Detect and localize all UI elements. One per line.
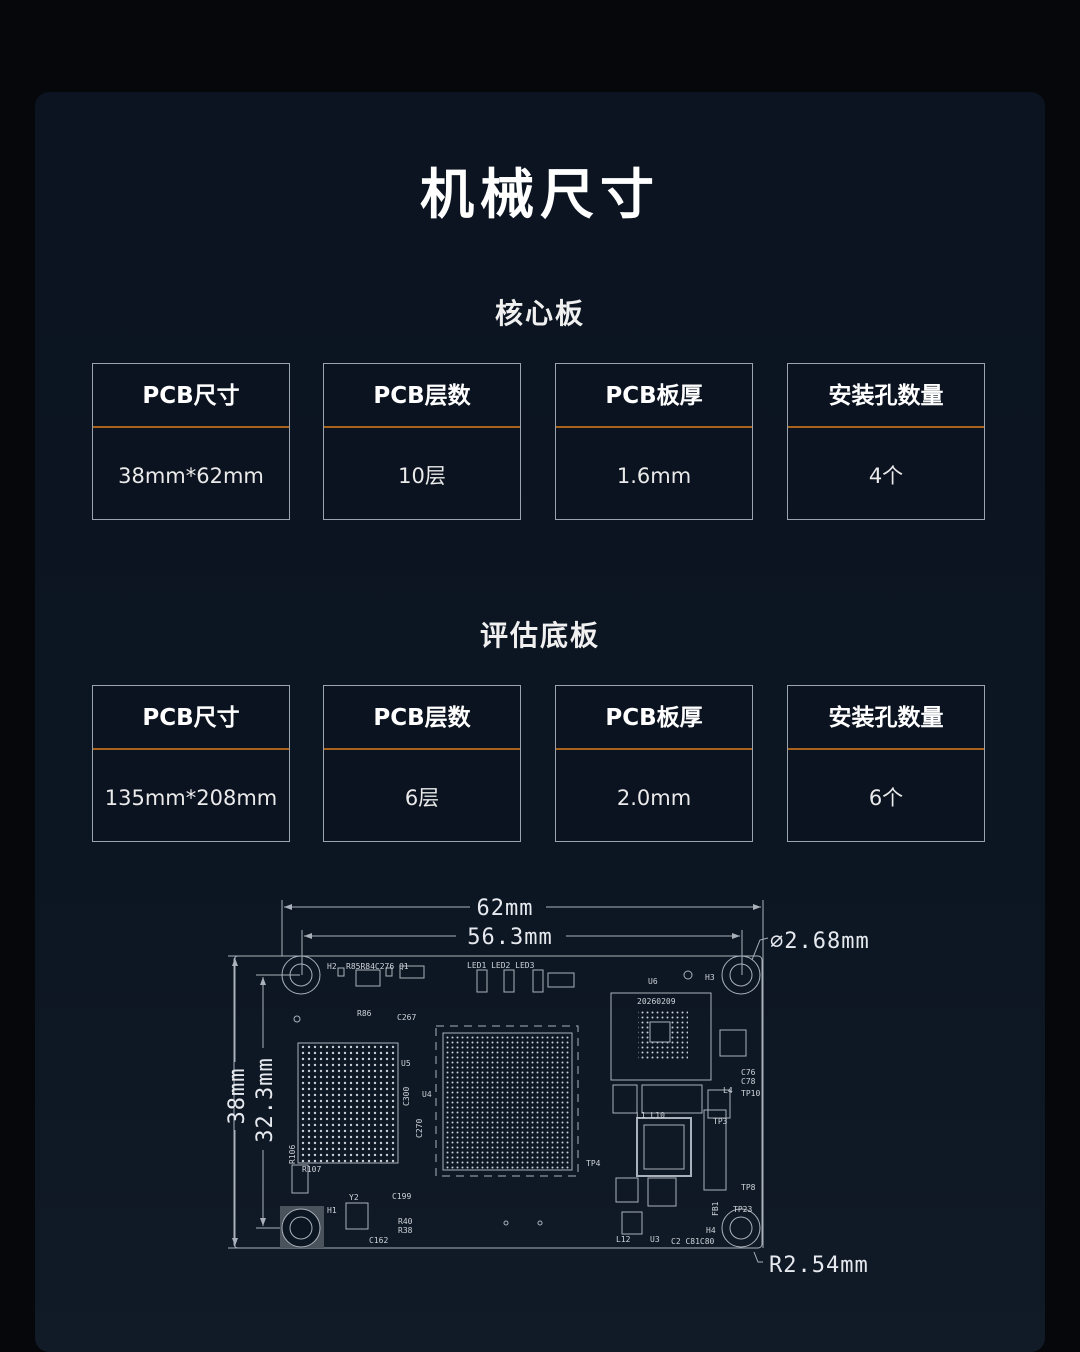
silk-label: C199 — [392, 1192, 411, 1201]
chip-u4 — [442, 1032, 573, 1171]
spec-value: 4个 — [868, 464, 904, 488]
chip-u4-outline — [435, 1025, 579, 1177]
spec-value: 38mm*62mm — [118, 464, 264, 488]
spec-label: 安装孔数量 — [788, 686, 984, 750]
spec-value: 135mm*208mm — [104, 786, 278, 810]
spec-card-mounting-holes: 安装孔数量 4个 — [787, 363, 985, 520]
silk-label: FB1 — [711, 1201, 720, 1216]
dim-height-outer: 38mm — [225, 1068, 250, 1125]
spec-value: 2.0mm — [616, 786, 692, 810]
spec-value: 6个 — [868, 786, 904, 810]
silk-label: R86 — [357, 1009, 372, 1018]
chip-qfn — [636, 1117, 692, 1177]
mounting-hole-h2 — [281, 955, 321, 995]
spec-value: 6层 — [404, 786, 440, 810]
page-title: 机械尺寸 — [420, 163, 660, 226]
spec-label: PCB层数 — [324, 364, 520, 428]
section-heading-core-board: 核心板 — [494, 297, 585, 330]
silk-label: U4 — [422, 1090, 432, 1099]
silk-label: C2 C81C80 — [671, 1237, 715, 1246]
silk-label: U6 — [648, 977, 658, 986]
dim-corner-radius: R2.54mm — [769, 1253, 869, 1278]
spec-label: 安装孔数量 — [788, 364, 984, 428]
spec-label: PCB尺寸 — [93, 686, 289, 750]
silk-label: 20260209 — [637, 997, 676, 1006]
spec-card-pcb-layers: PCB层数 6层 — [323, 685, 521, 842]
spec-card-pcb-layers: PCB层数 10层 — [323, 363, 521, 520]
silk-label: TP10 — [741, 1089, 760, 1098]
silk-label: R40 — [398, 1217, 413, 1226]
silk-label: C267 — [397, 1013, 416, 1022]
silk-label: U5 — [401, 1059, 411, 1068]
silk-label: LED1 LED2 LED3 — [467, 961, 535, 970]
silk-label: C162 — [369, 1236, 388, 1245]
silk-label: TP3 — [713, 1117, 728, 1126]
silk-label: TP8 — [741, 1183, 756, 1192]
silk-label: H3 — [705, 973, 715, 982]
silk-label: C270 — [415, 1119, 424, 1138]
silk-label: TP23 — [733, 1205, 752, 1214]
silk-label: R85R84C276 Q1 — [346, 962, 409, 971]
spec-card-pcb-size: PCB尺寸 135mm*208mm — [92, 685, 290, 842]
spec-label: PCB尺寸 — [93, 364, 289, 428]
silk-label: U3 — [650, 1235, 660, 1244]
silk-label: H2 — [327, 962, 337, 971]
spec-value: 1.6mm — [616, 464, 692, 488]
spec-card-mounting-holes: 安装孔数量 6个 — [787, 685, 985, 842]
silk-label: R106 — [288, 1145, 297, 1164]
section-heading-eval-board: 评估底板 — [479, 619, 600, 652]
silk-label: C76 — [741, 1068, 756, 1077]
silk-label: L4 — [723, 1086, 733, 1095]
silk-label: L1 L10 — [636, 1111, 665, 1120]
silk-label: H4 — [706, 1226, 716, 1235]
board-outline — [233, 955, 763, 1249]
silk-label: Y2 — [349, 1193, 359, 1202]
dim-height-holes: 32.3mm — [253, 1057, 278, 1142]
silk-label: R38 — [398, 1226, 413, 1235]
dim-hole-diameter: ⌀2.68mm — [770, 929, 870, 954]
mounting-hole-h4 — [721, 1208, 761, 1248]
silk-label: R107 — [302, 1165, 321, 1174]
spec-card-pcb-thickness: PCB板厚 2.0mm — [555, 685, 753, 842]
spec-card-pcb-size: PCB尺寸 38mm*62mm — [92, 363, 290, 520]
silk-label: L12 — [616, 1235, 631, 1244]
dim-width-holes: 56.3mm — [467, 925, 552, 950]
spec-card-pcb-thickness: PCB板厚 1.6mm — [555, 363, 753, 520]
spec-label: PCB层数 — [324, 686, 520, 750]
silk-label: C300 — [402, 1087, 411, 1106]
dim-width-outer: 62mm — [477, 896, 534, 921]
mounting-hole-h3 — [721, 955, 761, 995]
chip-u5 — [297, 1042, 399, 1164]
spec-value: 10层 — [398, 464, 446, 488]
silk-label: TP4 — [586, 1159, 601, 1168]
spec-label: PCB板厚 — [556, 686, 752, 750]
mounting-hole-h1 — [281, 1208, 321, 1248]
silk-label: C78 — [741, 1077, 756, 1086]
spec-label: PCB板厚 — [556, 364, 752, 428]
chip-u6 — [610, 992, 712, 1081]
silk-label: H1 — [327, 1206, 337, 1215]
